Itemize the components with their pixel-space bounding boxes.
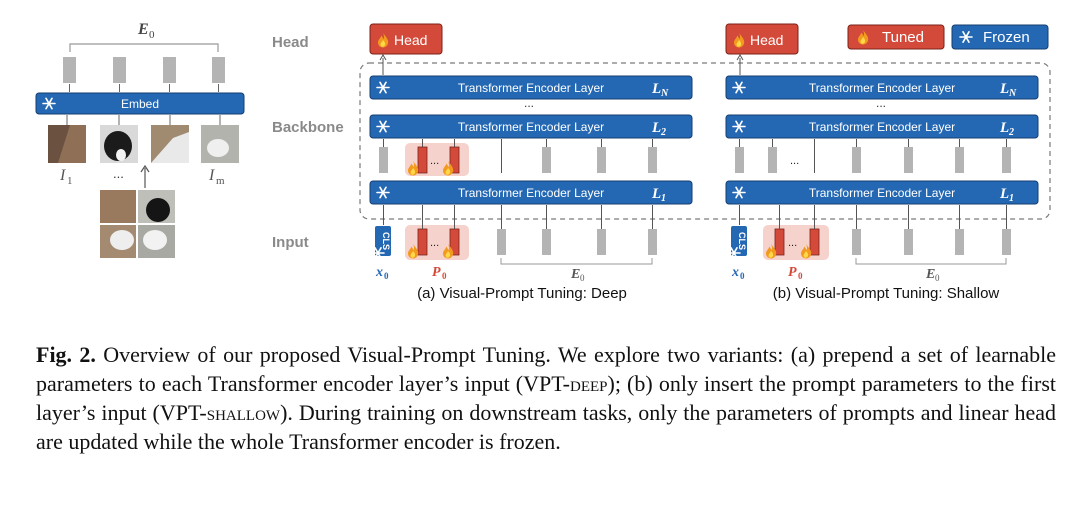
token	[63, 57, 76, 83]
x0-label: x	[375, 265, 383, 280]
svg-text:1: 1	[1009, 193, 1014, 204]
caption-deep: deep	[570, 371, 608, 396]
patch-label-last: I	[208, 167, 215, 184]
legend-tuned: Tuned	[847, 24, 945, 50]
cls-token	[375, 226, 391, 256]
svg-text:N: N	[1008, 88, 1017, 99]
encoder-layer-2	[725, 114, 1039, 139]
encoder-layer-1	[725, 180, 1039, 205]
figure-label: Fig. 2.	[36, 342, 96, 367]
legend-frozen: Frozen	[951, 24, 1049, 50]
head-label: Head	[750, 32, 783, 48]
p0-label: P	[788, 265, 797, 280]
legend: Tuned Frozen	[847, 24, 1049, 50]
encoder-layer-n	[725, 75, 1039, 100]
panel-b-caption: (b) Visual-Prompt Tuning: Shallow	[773, 285, 1000, 302]
panel-a-caption: (a) Visual-Prompt Tuning: Deep	[417, 285, 627, 302]
svg-text:L: L	[651, 186, 661, 202]
svg-text:m: m	[216, 175, 225, 187]
svg-text:0: 0	[580, 273, 585, 283]
svg-text:0: 0	[798, 271, 803, 281]
svg-text:0: 0	[149, 29, 155, 41]
layer-label: Transformer Encoder Layer	[809, 81, 955, 95]
caption-text-1: Overview of our proposed Visual-Prompt T…	[36, 342, 1056, 396]
caption-shallow: shallow	[206, 400, 281, 425]
svg-text:N: N	[660, 88, 669, 99]
svg-text:...: ...	[430, 155, 439, 167]
embedded-input-tokens	[852, 229, 1011, 255]
svg-text:1: 1	[67, 175, 73, 187]
svg-text:0: 0	[740, 271, 745, 281]
embedded-input-tokens	[497, 229, 657, 255]
svg-text:0: 0	[935, 273, 940, 283]
svg-text:L: L	[999, 81, 1009, 97]
head-block	[369, 23, 443, 55]
embed-layer	[35, 92, 245, 115]
encoder-layer-2	[369, 114, 693, 139]
embed-arrows	[69, 84, 219, 92]
hidden-tokens	[735, 147, 1011, 173]
head-label: Head	[394, 32, 427, 48]
layer-label: Transformer Encoder Layer	[809, 186, 955, 200]
layer-label: Transformer Encoder Layer	[458, 120, 604, 134]
layer-label: Transformer Encoder Layer	[458, 186, 604, 200]
encoder-layer-n	[369, 75, 693, 100]
svg-text:1: 1	[661, 193, 666, 204]
e0-bracket	[69, 43, 219, 52]
svg-text:L: L	[651, 81, 661, 97]
layer-label: Transformer Encoder Layer	[458, 81, 604, 95]
patch-label-first: I	[59, 167, 66, 184]
input-image	[100, 190, 175, 258]
head-block	[725, 23, 799, 55]
row-label-head: Head	[272, 34, 309, 51]
caption-text-3: ). During training on downstream tasks, …	[36, 400, 1056, 454]
encoder-layer-1	[369, 180, 693, 205]
row-labels: Head Backbone Input	[272, 34, 344, 251]
svg-text:L: L	[999, 120, 1009, 136]
layer-label: Transformer Encoder Layer	[809, 120, 955, 134]
figure-caption: Fig. 2. Overview of our proposed Visual-…	[36, 340, 1056, 456]
e0-label: E	[570, 267, 580, 282]
token	[212, 57, 225, 83]
e0-label: E	[925, 267, 935, 282]
figure-diagram: E 0 Embed	[35, 21, 1051, 302]
token	[163, 57, 176, 83]
svg-text:CLS: CLS	[381, 232, 391, 250]
backbone-frame	[359, 62, 1051, 220]
patch-ellipsis: ...	[113, 166, 124, 181]
svg-text:...: ...	[790, 155, 799, 167]
svg-text:0: 0	[384, 271, 389, 281]
hidden-tokens	[379, 147, 657, 173]
row-label-backbone: Backbone	[272, 119, 344, 136]
p0-label: P	[432, 265, 441, 280]
svg-text:L: L	[651, 120, 661, 136]
legend-tuned-label: Tuned	[882, 29, 924, 46]
image-patches	[48, 125, 239, 163]
x0-label: x	[731, 265, 739, 280]
row-label-input: Input	[272, 234, 309, 251]
svg-text:...: ...	[788, 237, 797, 249]
embedded-tokens	[63, 57, 225, 83]
vertical-ellipsis: ...	[524, 96, 534, 110]
vertical-ellipsis: ...	[876, 96, 886, 110]
caption-text-2: ); (b) only insert the prompt parameters…	[36, 371, 1056, 425]
panel-deep: Head Transformer Encoder Layer L N ... T…	[369, 23, 693, 302]
e0-top-label: E	[137, 21, 149, 38]
cls-token	[731, 226, 747, 256]
token	[113, 57, 126, 83]
svg-text:CLS: CLS	[737, 232, 747, 250]
svg-text:L: L	[999, 186, 1009, 202]
embedding-panel: E 0 Embed	[35, 21, 245, 258]
panel-shallow: Head Transformer Encoder Layer L N ... T…	[725, 23, 1039, 302]
svg-text:...: ...	[430, 237, 439, 249]
legend-frozen-label: Frozen	[983, 29, 1030, 46]
svg-text:2: 2	[1008, 127, 1014, 138]
svg-text:2: 2	[660, 127, 666, 138]
embed-label: Embed	[121, 97, 159, 111]
svg-text:0: 0	[442, 271, 447, 281]
